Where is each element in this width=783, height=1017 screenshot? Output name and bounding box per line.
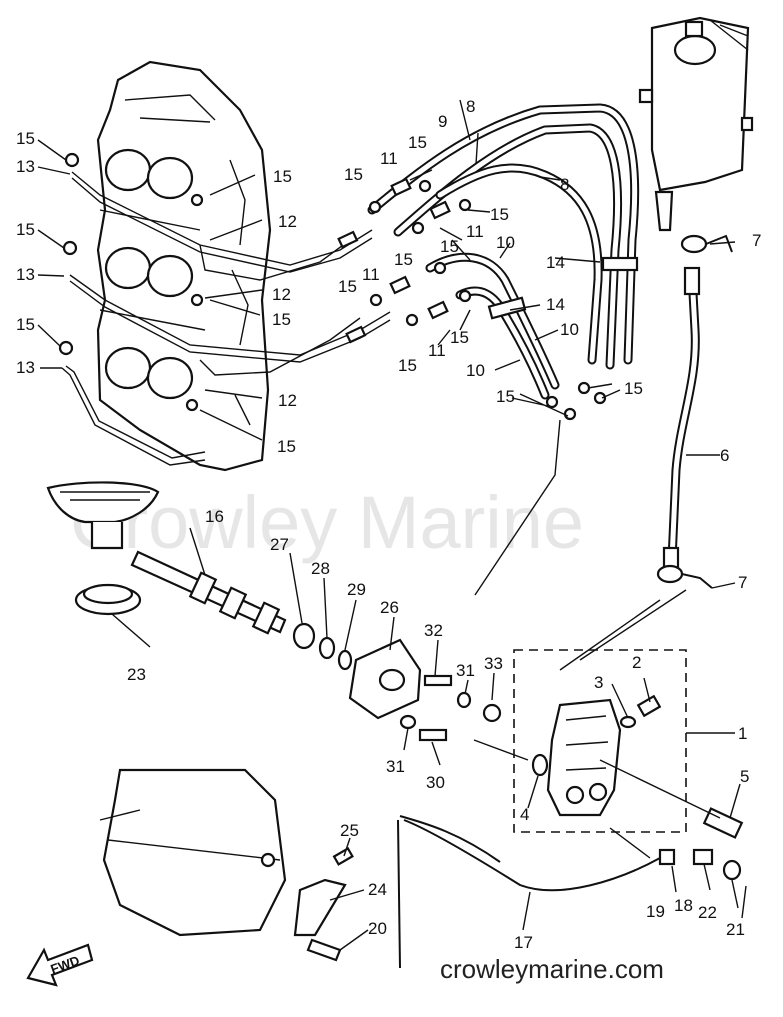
callout-15: 15: [273, 167, 292, 186]
hose-bands: [487, 256, 639, 320]
callout-11: 11: [428, 341, 446, 360]
callout-11: 11: [466, 222, 484, 241]
callout-15: 15: [398, 356, 417, 375]
callout-28: 28: [311, 559, 330, 578]
callout-15: 15: [16, 129, 35, 148]
callout-12: 12: [278, 212, 297, 231]
callout-25: 25: [340, 821, 359, 840]
callout-16: 16: [205, 507, 224, 526]
callout-29: 29: [347, 580, 366, 599]
callout-15: 15: [277, 437, 296, 456]
callout-18: 18: [674, 896, 693, 915]
callout-6: 6: [720, 446, 729, 465]
callout-17: 17: [514, 933, 533, 952]
cylinder-block: [96, 60, 272, 472]
leader-lines: [37, 99, 747, 951]
callout-15: 15: [440, 237, 459, 256]
callout-13: 13: [16, 157, 35, 176]
callout-23: 23: [127, 665, 146, 684]
callout-31: 31: [386, 757, 405, 776]
check-valves: [337, 177, 451, 344]
callout-10: 10: [496, 233, 515, 252]
pump-link: [293, 847, 354, 962]
callout-15: 15: [408, 133, 427, 152]
fwd-arrow: FWD: [26, 943, 94, 987]
callout-5: 5: [740, 767, 749, 786]
callout-14: 14: [546, 253, 565, 272]
callout-4: 4: [520, 805, 529, 824]
callout-15: 15: [450, 328, 469, 347]
callout-11: 11: [362, 265, 380, 284]
callout-12: 12: [278, 391, 297, 410]
callout-26: 26: [380, 598, 399, 617]
site-url: crowleymarine.com: [440, 954, 664, 984]
callout-8: 8: [466, 97, 475, 116]
callout-7: 7: [752, 231, 761, 250]
callouts: 15 13 15 13 15 13 15 12 12 15 12 15 15 1…: [16, 97, 761, 952]
callout-12: 12: [272, 285, 291, 304]
callout-1: 1: [738, 724, 747, 743]
callout-9: 9: [438, 112, 447, 131]
callout-15: 15: [490, 205, 509, 224]
callout-19: 19: [646, 902, 665, 921]
callout-13: 13: [16, 358, 35, 377]
callout-31: 31: [456, 661, 475, 680]
oil-pump-assembly: [513, 649, 687, 833]
callout-3: 3: [594, 673, 603, 692]
callout-13: 13: [16, 265, 35, 284]
hose-clips: [58, 152, 607, 421]
callout-20: 20: [368, 919, 387, 938]
callout-2: 2: [632, 653, 641, 672]
control-cable: [397, 815, 742, 969]
callout-15: 15: [344, 165, 363, 184]
callout-32: 32: [424, 621, 443, 640]
oil-hoses-lower: [425, 252, 560, 400]
callout-15: 15: [16, 220, 35, 239]
callout-30: 30: [426, 773, 445, 792]
callout-15: 15: [338, 277, 357, 296]
callout-14: 14: [546, 295, 565, 314]
pump-cover: [348, 638, 502, 742]
callout-15: 15: [16, 315, 35, 334]
callout-22: 22: [698, 903, 717, 922]
callout-21: 21: [726, 920, 745, 939]
callout-15: 15: [394, 250, 413, 269]
lower-housing: [99, 768, 287, 937]
callout-10: 10: [560, 320, 579, 339]
callout-15: 15: [496, 387, 515, 406]
oil-tank: [638, 16, 754, 232]
callout-8: 8: [560, 175, 569, 194]
drive-components: [46, 481, 353, 671]
oil-hoses-upper: [367, 103, 640, 370]
callout-7: 7: [738, 573, 747, 592]
bolt-5: [702, 807, 744, 839]
callout-15: 15: [272, 310, 291, 329]
callout-24: 24: [368, 880, 387, 899]
callout-10: 10: [466, 361, 485, 380]
oil-hose-6: [656, 234, 733, 589]
callout-15: 15: [624, 379, 643, 398]
callout-33: 33: [484, 654, 503, 673]
fwd-label: FWD: [49, 953, 82, 977]
callout-27: 27: [270, 535, 289, 554]
callout-11: 11: [380, 149, 398, 168]
